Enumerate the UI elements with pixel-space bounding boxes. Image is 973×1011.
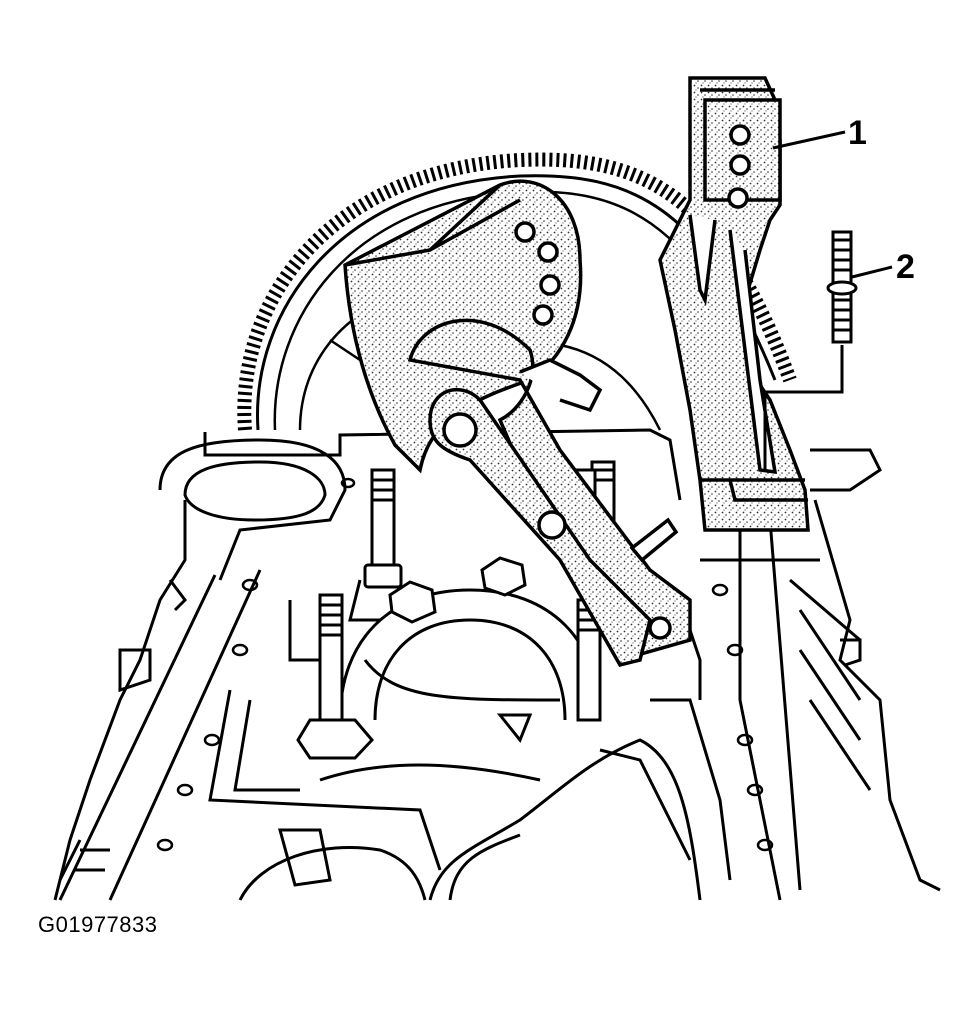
callout-2-label: 2	[896, 248, 915, 286]
tool-bracket	[658, 76, 810, 532]
leader-line-1	[772, 130, 846, 150]
engine-block	[53, 428, 941, 901]
leader-lines	[772, 130, 893, 279]
leader-line-2	[851, 265, 893, 279]
studs	[296, 460, 616, 760]
tool-arm	[343, 179, 692, 668]
figure-id: G01977833	[38, 912, 158, 937]
ring-gear-teeth	[237, 152, 797, 431]
callout-1-label: 1	[848, 114, 867, 152]
bolt	[763, 230, 858, 470]
block-holes	[156, 477, 774, 852]
